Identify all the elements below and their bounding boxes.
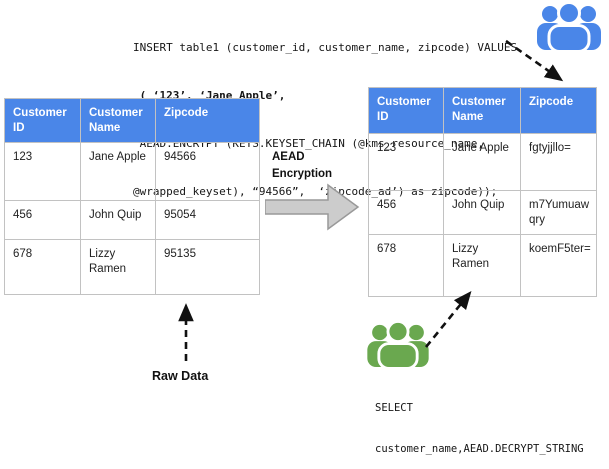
column-header: Customer ID: [368, 87, 444, 134]
table-row: 123 Jane Apple 94566: [4, 142, 260, 201]
cell-customer-name: John Quip: [80, 200, 156, 240]
cell-customer-name: Jane Apple: [80, 142, 156, 201]
cell-customer-id: 123: [4, 142, 81, 201]
table-row: 456 John Quip 95054: [4, 200, 260, 240]
table-row: 678 Lizzy Ramen 95135: [4, 239, 260, 295]
table-row: 678 Lizzy Ramen koemF5ter=: [368, 234, 597, 297]
cell-customer-id: 456: [4, 200, 81, 240]
users-group-green-icon: [367, 321, 429, 367]
column-header: Customer Name: [80, 98, 156, 143]
cell-customer-name: Lizzy Ramen: [80, 239, 156, 295]
aead-encryption-label: AEAD Encryption: [272, 151, 333, 180]
cell-zipcode-encrypted: fgtyjjllo=: [520, 133, 597, 191]
insert-sql-line: INSERT table1 (customer_id, customer_nam…: [133, 41, 518, 54]
encryption-block-arrow-icon: [265, 183, 360, 231]
select-sql-line: SELECT: [375, 402, 413, 414]
column-header: Customer Name: [443, 87, 521, 134]
cell-customer-id: 678: [368, 234, 444, 297]
column-header: Customer ID: [4, 98, 81, 143]
dashed-arrow-rawdata-to-table: [178, 303, 194, 361]
cell-zipcode: 95054: [155, 200, 260, 240]
raw-data-label: Raw Data: [152, 369, 209, 383]
dashed-arrow-insert-to-table: [505, 39, 564, 82]
cell-zipcode: 94566: [155, 142, 260, 201]
cell-zipcode-encrypted: m7Yumuaw qry: [520, 190, 597, 235]
cell-zipcode-encrypted: koemF5ter=: [520, 234, 597, 297]
cell-customer-name: John Quip: [443, 190, 521, 235]
table-header-row: Customer ID Customer Name Zipcode: [368, 87, 597, 134]
cell-customer-name: Jane Apple: [443, 133, 521, 191]
table-header-row: Customer ID Customer Name Zipcode: [4, 98, 260, 143]
dashed-arrow-select-to-table: [424, 290, 472, 348]
cell-customer-id: 456: [368, 190, 444, 235]
select-sql-line: customer_name,AEAD.DECRYPT_STRING: [375, 442, 584, 455]
column-header: Zipcode: [155, 98, 260, 143]
table-row: 456 John Quip m7Yumuaw qry: [368, 190, 597, 235]
column-header: Zipcode: [520, 87, 597, 134]
raw-data-table: Customer ID Customer Name Zipcode 123 Ja…: [4, 98, 260, 295]
select-sql-code: SELECT customer_name,AEAD.DECRYPT_STRING…: [375, 375, 584, 469]
cell-customer-id: 678: [4, 239, 81, 295]
table-row: 123 Jane Apple fgtyjjllo=: [368, 133, 597, 191]
cell-zipcode: 95135: [155, 239, 260, 295]
users-group-blue-icon: [537, 2, 601, 50]
encrypted-data-table: Customer ID Customer Name Zipcode 123 Ja…: [368, 87, 597, 297]
cell-customer-id: 123: [368, 133, 444, 191]
